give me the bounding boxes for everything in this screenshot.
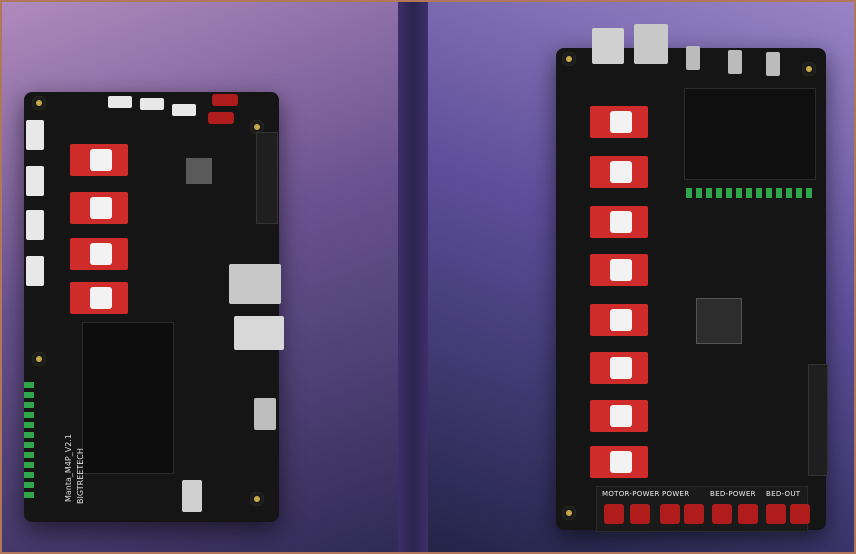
terminal-screw	[712, 504, 732, 524]
usb-port	[592, 28, 624, 64]
stepper-driver	[590, 156, 648, 188]
usb-c-port	[766, 52, 780, 76]
mount-hole	[250, 120, 264, 134]
power-label-motor: MOTOR-POWER	[602, 490, 660, 498]
motor-connector	[26, 256, 44, 286]
ethernet-port	[634, 24, 668, 64]
mount-hole	[250, 492, 264, 506]
mount-hole	[802, 62, 816, 76]
header-connector	[172, 104, 196, 116]
power-label-bed-out: BED-OUT	[766, 490, 801, 498]
compute-module-socket	[684, 88, 816, 180]
terminal-screw	[738, 504, 758, 524]
gpio-pins	[686, 188, 814, 198]
motor-connector	[26, 120, 44, 150]
io-terminal	[808, 364, 828, 476]
mcu-chip	[696, 298, 742, 344]
usb-port	[234, 316, 284, 350]
terminal-screw	[630, 504, 650, 524]
stepper-driver	[70, 144, 128, 176]
usb-port	[182, 480, 202, 512]
stepper-driver	[590, 106, 648, 138]
header-connector	[108, 96, 132, 108]
board-brand-label: BIGTREETECH	[76, 448, 85, 504]
terminal-screw	[766, 504, 786, 524]
motor-connector	[26, 166, 44, 196]
stepper-driver	[590, 304, 648, 336]
mount-hole	[562, 506, 576, 520]
ethernet-port	[229, 264, 281, 304]
usb-c-port	[686, 46, 700, 70]
stepper-driver	[70, 192, 128, 224]
board-model-label: Manta_M4P_V2.1	[64, 434, 73, 502]
fuse	[208, 112, 234, 124]
stepper-driver	[590, 352, 648, 384]
terminal-screw	[684, 504, 704, 524]
power-terminal	[256, 132, 278, 224]
photo-divider	[398, 0, 428, 554]
terminal-screw	[604, 504, 624, 524]
stepper-driver	[590, 400, 648, 432]
usb-c-port	[728, 50, 742, 74]
right-board-photo: MOTOR-POWER POWER BED-POWER BED-OUT	[428, 0, 856, 554]
manta-m4p-board: Manta_M4P_V2.1 BIGTREETECH	[24, 92, 284, 522]
header-connector	[140, 98, 164, 110]
power-label-bed-power: BED-POWER	[710, 490, 756, 498]
stepper-driver	[70, 238, 128, 270]
usb-port	[254, 398, 276, 430]
fuse	[212, 94, 238, 106]
mount-hole	[32, 352, 46, 366]
mount-hole	[32, 96, 46, 110]
left-board-photo: Manta_M4P_V2.1 BIGTREETECH	[0, 0, 398, 554]
mount-hole	[562, 52, 576, 66]
manta-m8p-board: MOTOR-POWER POWER BED-POWER BED-OUT	[556, 24, 828, 532]
power-label-power: POWER	[662, 490, 690, 498]
stepper-driver	[590, 206, 648, 238]
stepper-driver	[70, 282, 128, 314]
mcu-chip	[186, 158, 212, 184]
motor-connector	[26, 210, 44, 240]
stepper-driver	[590, 254, 648, 286]
gpio-pins	[24, 382, 34, 502]
compute-module-socket	[82, 322, 174, 474]
terminal-screw	[660, 504, 680, 524]
stepper-driver	[590, 446, 648, 478]
terminal-screw	[790, 504, 810, 524]
